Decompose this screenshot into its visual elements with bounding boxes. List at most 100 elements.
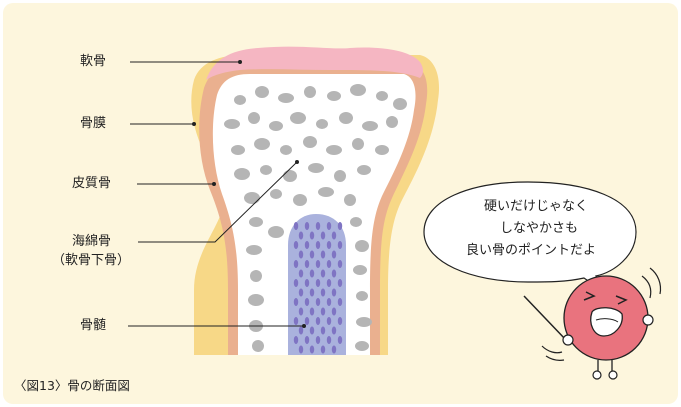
marrow-cell <box>327 298 331 306</box>
label-cortical-bone: 皮質骨 <box>72 177 111 190</box>
spongy-hole <box>246 245 262 255</box>
bubble-line-2: しなやかさも <box>500 222 578 235</box>
marrow-cell <box>299 289 303 297</box>
marrow-cell <box>299 327 303 335</box>
spongy-hole <box>252 340 264 352</box>
label-periosteum: 骨膜 <box>80 117 106 130</box>
marrow-cell <box>332 270 336 278</box>
spongy-hole <box>231 145 245 155</box>
marrow-cell <box>316 336 320 344</box>
motion-lines-left <box>542 346 564 360</box>
label-subchondral-bone: （軟骨下骨） <box>52 254 130 267</box>
marrow-cell <box>321 270 325 278</box>
character-arm-right <box>643 315 653 325</box>
spongy-hole <box>362 121 378 131</box>
label-cartilage: 軟骨 <box>80 55 106 68</box>
marrow-cell <box>294 260 298 268</box>
leader-dot-cartilage <box>238 60 242 64</box>
marrow-cell <box>294 298 298 306</box>
marrow-cell <box>310 327 314 335</box>
spongy-hole <box>350 217 362 227</box>
marrow-cell <box>327 336 331 344</box>
spongy-hole <box>244 192 260 204</box>
spongy-hole <box>254 138 270 150</box>
marrow-cell <box>305 222 309 230</box>
marrow-cell <box>338 260 342 268</box>
leader-dot-periosteum <box>192 122 196 126</box>
marrow-cell <box>294 317 298 325</box>
marrow-cell <box>316 260 320 268</box>
spongy-hole <box>308 163 324 173</box>
marrow-cell <box>316 241 320 249</box>
spongy-hole <box>353 265 367 275</box>
leader-dot-cancellous <box>295 160 299 164</box>
marrow-cell <box>338 336 342 344</box>
marrow-cell <box>332 346 336 354</box>
spongy-hole <box>318 187 334 197</box>
marrow-cell <box>327 279 331 287</box>
spongy-hole <box>375 145 389 155</box>
character-foot-left <box>593 371 601 379</box>
marrow-cell <box>310 232 314 240</box>
spongy-hole <box>234 95 246 105</box>
spongy-hole <box>255 86 269 98</box>
marrow-cell <box>327 241 331 249</box>
marrow-cell <box>305 317 309 325</box>
marrow-cell <box>305 279 309 287</box>
spongy-hole <box>293 194 307 206</box>
spongy-hole <box>278 93 294 103</box>
marrow-cell <box>305 260 309 268</box>
marrow-cell <box>310 270 314 278</box>
spongy-hole <box>326 145 342 155</box>
marrow-cell <box>299 270 303 278</box>
marrow-cell <box>327 222 331 230</box>
marrow-cell <box>316 222 320 230</box>
spongy-hole <box>334 170 346 182</box>
marrow-cell <box>310 346 314 354</box>
marrow-cell <box>321 251 325 259</box>
character-foot-right <box>609 371 617 379</box>
marrow-cell <box>310 289 314 297</box>
marrow-cell <box>305 336 309 344</box>
marrow-cell <box>327 317 331 325</box>
marrow-cell <box>321 232 325 240</box>
bubble-line-1: 硬いだけじゃなく <box>484 200 588 213</box>
spongy-hole <box>249 217 263 227</box>
marrow-cell <box>338 317 342 325</box>
spongy-hole <box>386 116 398 128</box>
leader-dot-marrow <box>302 324 306 328</box>
pointer-stick <box>524 296 566 340</box>
spongy-hole <box>355 341 369 351</box>
spongy-hole <box>357 165 371 175</box>
marrow-cell <box>338 241 342 249</box>
spongy-hole <box>356 317 372 327</box>
spongy-hole <box>248 112 260 124</box>
marrow-cell <box>299 308 303 316</box>
spongy-hole <box>250 270 262 282</box>
marrow-cell <box>316 317 320 325</box>
marrow-cell <box>299 232 303 240</box>
marrow-cell <box>338 298 342 306</box>
spongy-hole <box>327 91 341 101</box>
marrow-cell <box>316 298 320 306</box>
marrow-cell <box>321 346 325 354</box>
marrow-cell <box>299 346 303 354</box>
marrow-cell <box>305 241 309 249</box>
marrow-cell <box>294 279 298 287</box>
figure-caption: 〈図13〉骨の断面図 <box>14 375 130 394</box>
spongy-hole <box>393 98 407 110</box>
spongy-hole <box>303 136 317 148</box>
spongy-hole <box>248 294 264 306</box>
marrow-cell <box>321 308 325 316</box>
marrow-cell <box>305 298 309 306</box>
marrow-cell <box>310 308 314 316</box>
marrow-cell <box>294 241 298 249</box>
spongy-hole <box>356 291 368 301</box>
spongy-hole <box>339 112 353 124</box>
marrow-cell <box>316 279 320 287</box>
marrow-cell <box>338 279 342 287</box>
marrow-cell <box>294 336 298 344</box>
spongy-hole <box>280 145 292 155</box>
marrow-cell <box>338 222 342 230</box>
